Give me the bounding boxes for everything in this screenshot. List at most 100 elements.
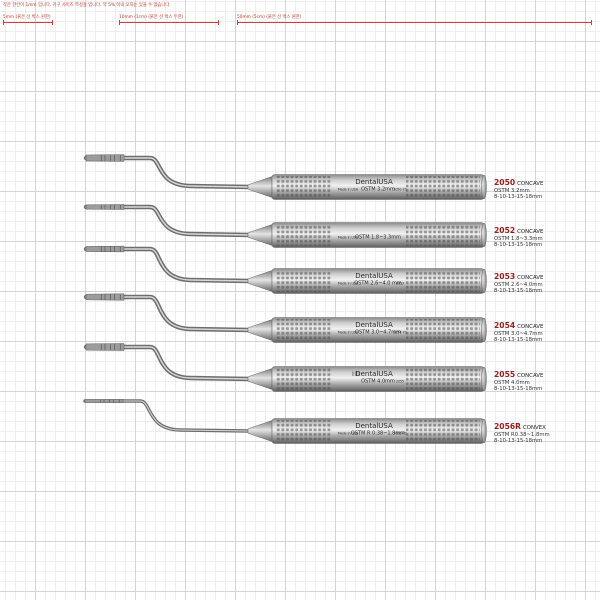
- tip-diameter: OSTM 3.0~4.7mm: [494, 330, 543, 337]
- shaft: [83, 204, 253, 238]
- handle-size-engraving: OSTM 4.0mm: [361, 379, 395, 385]
- knurl-right: [406, 368, 480, 390]
- handle-catalog-number: 2050-70: [393, 188, 406, 192]
- handle-made-in: Made in USA: [338, 236, 359, 240]
- scale-label-5mm: 5mm (붉은 선 박스 윈한): [3, 15, 51, 20]
- shaft-highlight: [85, 296, 251, 331]
- shaft: [83, 246, 253, 284]
- depth-marks: 8-10-13-15-18mm: [494, 337, 543, 344]
- knurl-left: [276, 224, 332, 246]
- handle-end-cap: [481, 222, 487, 248]
- tip-diameter: OSTM 1.8~3.3mm: [494, 235, 543, 242]
- knurl-left: [276, 319, 332, 341]
- handle-end-cap: [481, 418, 487, 444]
- scale-label-50mm: 50mm (5cm) (붉은 선 박스 윈한): [237, 15, 302, 20]
- handle-cone: [247, 224, 273, 246]
- shaft: [83, 399, 252, 433]
- knurl-left: [276, 420, 332, 442]
- handle-end-cap: [481, 317, 487, 343]
- shaft: [83, 294, 253, 333]
- knurl-right: [406, 270, 480, 292]
- depth-marks: 8-10-13-15-18mm: [494, 386, 543, 393]
- tip-diameter: OSTM R0.38~1.8mm: [494, 431, 550, 438]
- handle-cone: [247, 270, 273, 292]
- knurl-left: [276, 176, 332, 198]
- handle-size-engraving: OSTM R 0.38~1.8mm: [351, 431, 405, 437]
- measurement-note: 작은 한칸이 1mm 입니다. 기구 사이즈 측정용 입니다. 약 5% 이내 …: [3, 3, 171, 8]
- tip-type: CONCAVE: [517, 229, 544, 235]
- handle-end-cap: [481, 268, 487, 294]
- tip-type: CONCAVE: [517, 373, 544, 379]
- depth-marks: 8-10-13-15-18mm: [494, 288, 543, 295]
- handle-cone: [247, 319, 273, 341]
- handle-brand-engraving: DentalUSA: [355, 178, 393, 186]
- tip-type: CONCAVE: [517, 324, 544, 330]
- handle-made-in: Made in USA: [338, 188, 359, 192]
- handle-end-cap: [481, 174, 487, 200]
- knurl-right: [406, 420, 480, 442]
- scale-bar-50mm: [237, 20, 592, 25]
- handle-size-engraving: OSTM 1.8~3.3mm: [355, 235, 401, 241]
- scale-bar-5mm: [3, 20, 53, 25]
- knurl-right: [406, 176, 480, 198]
- handle-brand-engraving: DentalUSA: [355, 272, 393, 280]
- tip-diameter: OSTM 2.6~4.0mm: [494, 281, 543, 288]
- handle-etched-marks: ||||||: [352, 371, 360, 376]
- tip-type: CONVEX: [522, 425, 546, 431]
- model-code: 2055: [494, 370, 516, 379]
- handle-cone: [247, 176, 273, 198]
- knurl-left: [276, 368, 332, 390]
- scale-label-10mm: 10mm (1cm) (붉은 선 박스 두한): [119, 15, 184, 20]
- handle-end-cap: [481, 366, 487, 392]
- tip-diameter: OSTM 3.2mm: [494, 187, 530, 194]
- shaft-highlight: [85, 157, 251, 188]
- model-code: 2053: [494, 272, 516, 281]
- tip-type: CONCAVE: [517, 275, 544, 281]
- shaft-highlight: [85, 346, 251, 380]
- model-code: 2056R: [494, 422, 521, 431]
- knurl-right: [406, 319, 480, 341]
- handle-brand-engraving: DentalUSA: [355, 370, 393, 378]
- handle-brand-engraving: DentalUSA: [355, 321, 393, 329]
- model-code: 2052: [494, 226, 516, 235]
- model-code: 2050: [494, 178, 516, 187]
- shaft: [83, 344, 253, 382]
- handle-made-in: Made in USA: [338, 282, 359, 286]
- scale-bar-10mm: [119, 20, 219, 25]
- knurl-left: [276, 270, 332, 292]
- tip-type: CONCAVE: [517, 181, 544, 187]
- handle-brand-engraving: DentalUSA: [355, 422, 393, 430]
- depth-marks: 8-10-13-15-18mm: [494, 242, 543, 249]
- handle-catalog-number: 2054-70: [393, 331, 406, 335]
- handle-catalog-number: 2056-70: [393, 432, 406, 436]
- depth-marks: 8-10-13-15-18mm: [494, 438, 543, 445]
- shaft-highlight: [85, 248, 251, 282]
- handle-made-in: Made in USA: [338, 432, 359, 436]
- handle-cone: [247, 420, 273, 442]
- handle-size-engraving: OSTM 2.6~4.0 mm: [354, 281, 402, 287]
- shaft: [83, 155, 253, 190]
- shaft-highlight: [84, 400, 251, 432]
- handle-catalog-number: 2055: [396, 380, 404, 384]
- model-code: 2054: [494, 321, 516, 330]
- handle-catalog-number: 2053: [396, 282, 404, 286]
- knurl-right: [406, 224, 480, 246]
